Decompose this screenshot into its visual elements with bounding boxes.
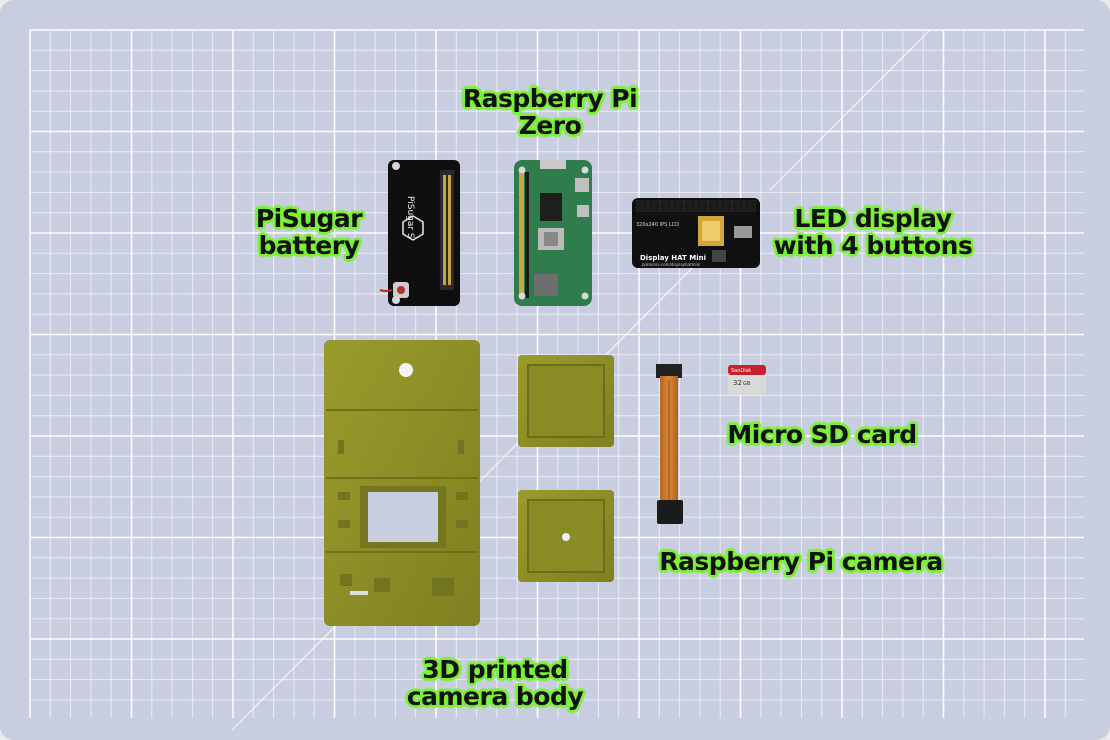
sd-unit-text: GB (743, 381, 751, 387)
raspberry-pi-camera-module (656, 364, 683, 524)
display-url-text: pimoroni.com/displayhatmini (642, 262, 700, 267)
sd-brand-text: SanDisk (731, 368, 751, 374)
printed-camera-body (324, 340, 480, 626)
label-3d-printed-camera-body: 3D printed camera body (406, 655, 584, 711)
label-micro-sd-card: Micro SD card (727, 420, 917, 449)
label-led-display: LED display with 4 buttons (773, 204, 973, 260)
mat-diagonal-line (231, 199, 761, 731)
label-raspberry-pi-camera: Raspberry Pi camera (659, 547, 943, 576)
printed-tray-top (518, 355, 614, 447)
raspberry-pi-zero-board (514, 160, 592, 306)
display-spec-text: 320x240 IPS LCD (636, 222, 679, 228)
label-pisugar-battery: PiSugar battery (255, 204, 363, 260)
mat-grid (30, 30, 1084, 718)
micro-sd-card: SanDisk 32 GB (728, 365, 766, 395)
printed-tray-bottom (518, 490, 614, 582)
sd-capacity-text: 32 (733, 379, 742, 387)
label-raspberry-pi-zero: Raspberry Pi Zero (462, 84, 638, 140)
pisugar-battery-board: PiSugar S (379, 160, 460, 306)
display-hat-text: Display HAT Mini (640, 254, 706, 262)
display-hat-mini-board: 320x240 IPS LCD Display HAT Mini pimoron… (632, 198, 760, 268)
pisugar-board-text: PiSugar S (405, 196, 415, 239)
